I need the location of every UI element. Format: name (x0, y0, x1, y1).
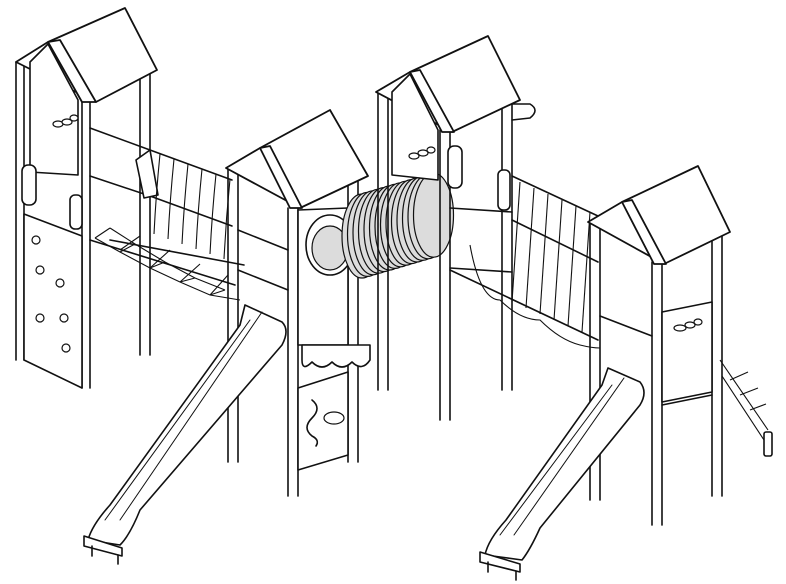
bridge-rope (153, 153, 161, 235)
climbing-hold (35, 313, 45, 323)
slide-2-bed (484, 367, 645, 561)
tower-4 (587, 165, 773, 526)
bridge-rope (581, 211, 591, 333)
tower-2-lower-panel (297, 371, 349, 471)
bridge-rope (209, 173, 217, 255)
slide-1-bed (87, 304, 287, 546)
climbing-hold (55, 278, 65, 288)
rope-bridge-2 (449, 175, 601, 349)
bridge-rope (181, 163, 189, 245)
climbing-hold (59, 313, 69, 323)
bridge-rope (525, 187, 535, 309)
slide-2 (479, 367, 645, 581)
bridge-rope (539, 193, 549, 315)
bridge-rope (167, 158, 175, 240)
slide-1 (83, 304, 287, 565)
rope-bridge-1 (89, 149, 245, 301)
bridge-rope (223, 178, 231, 260)
bridge-rope (511, 181, 521, 303)
bridge-rope (567, 205, 577, 327)
tower-2 (225, 109, 371, 497)
bridge-rope (195, 168, 203, 250)
crawl-tube (341, 172, 455, 279)
tower-4-panel (661, 301, 713, 403)
climbing-hold (61, 343, 71, 353)
climbing-hold (31, 235, 41, 245)
tower-1 (15, 7, 158, 389)
tower-3 (375, 35, 536, 421)
tower-2-roof (225, 109, 369, 209)
tube-ring (412, 172, 455, 258)
climbing-hold (35, 265, 45, 275)
bridge-rope (553, 199, 563, 321)
